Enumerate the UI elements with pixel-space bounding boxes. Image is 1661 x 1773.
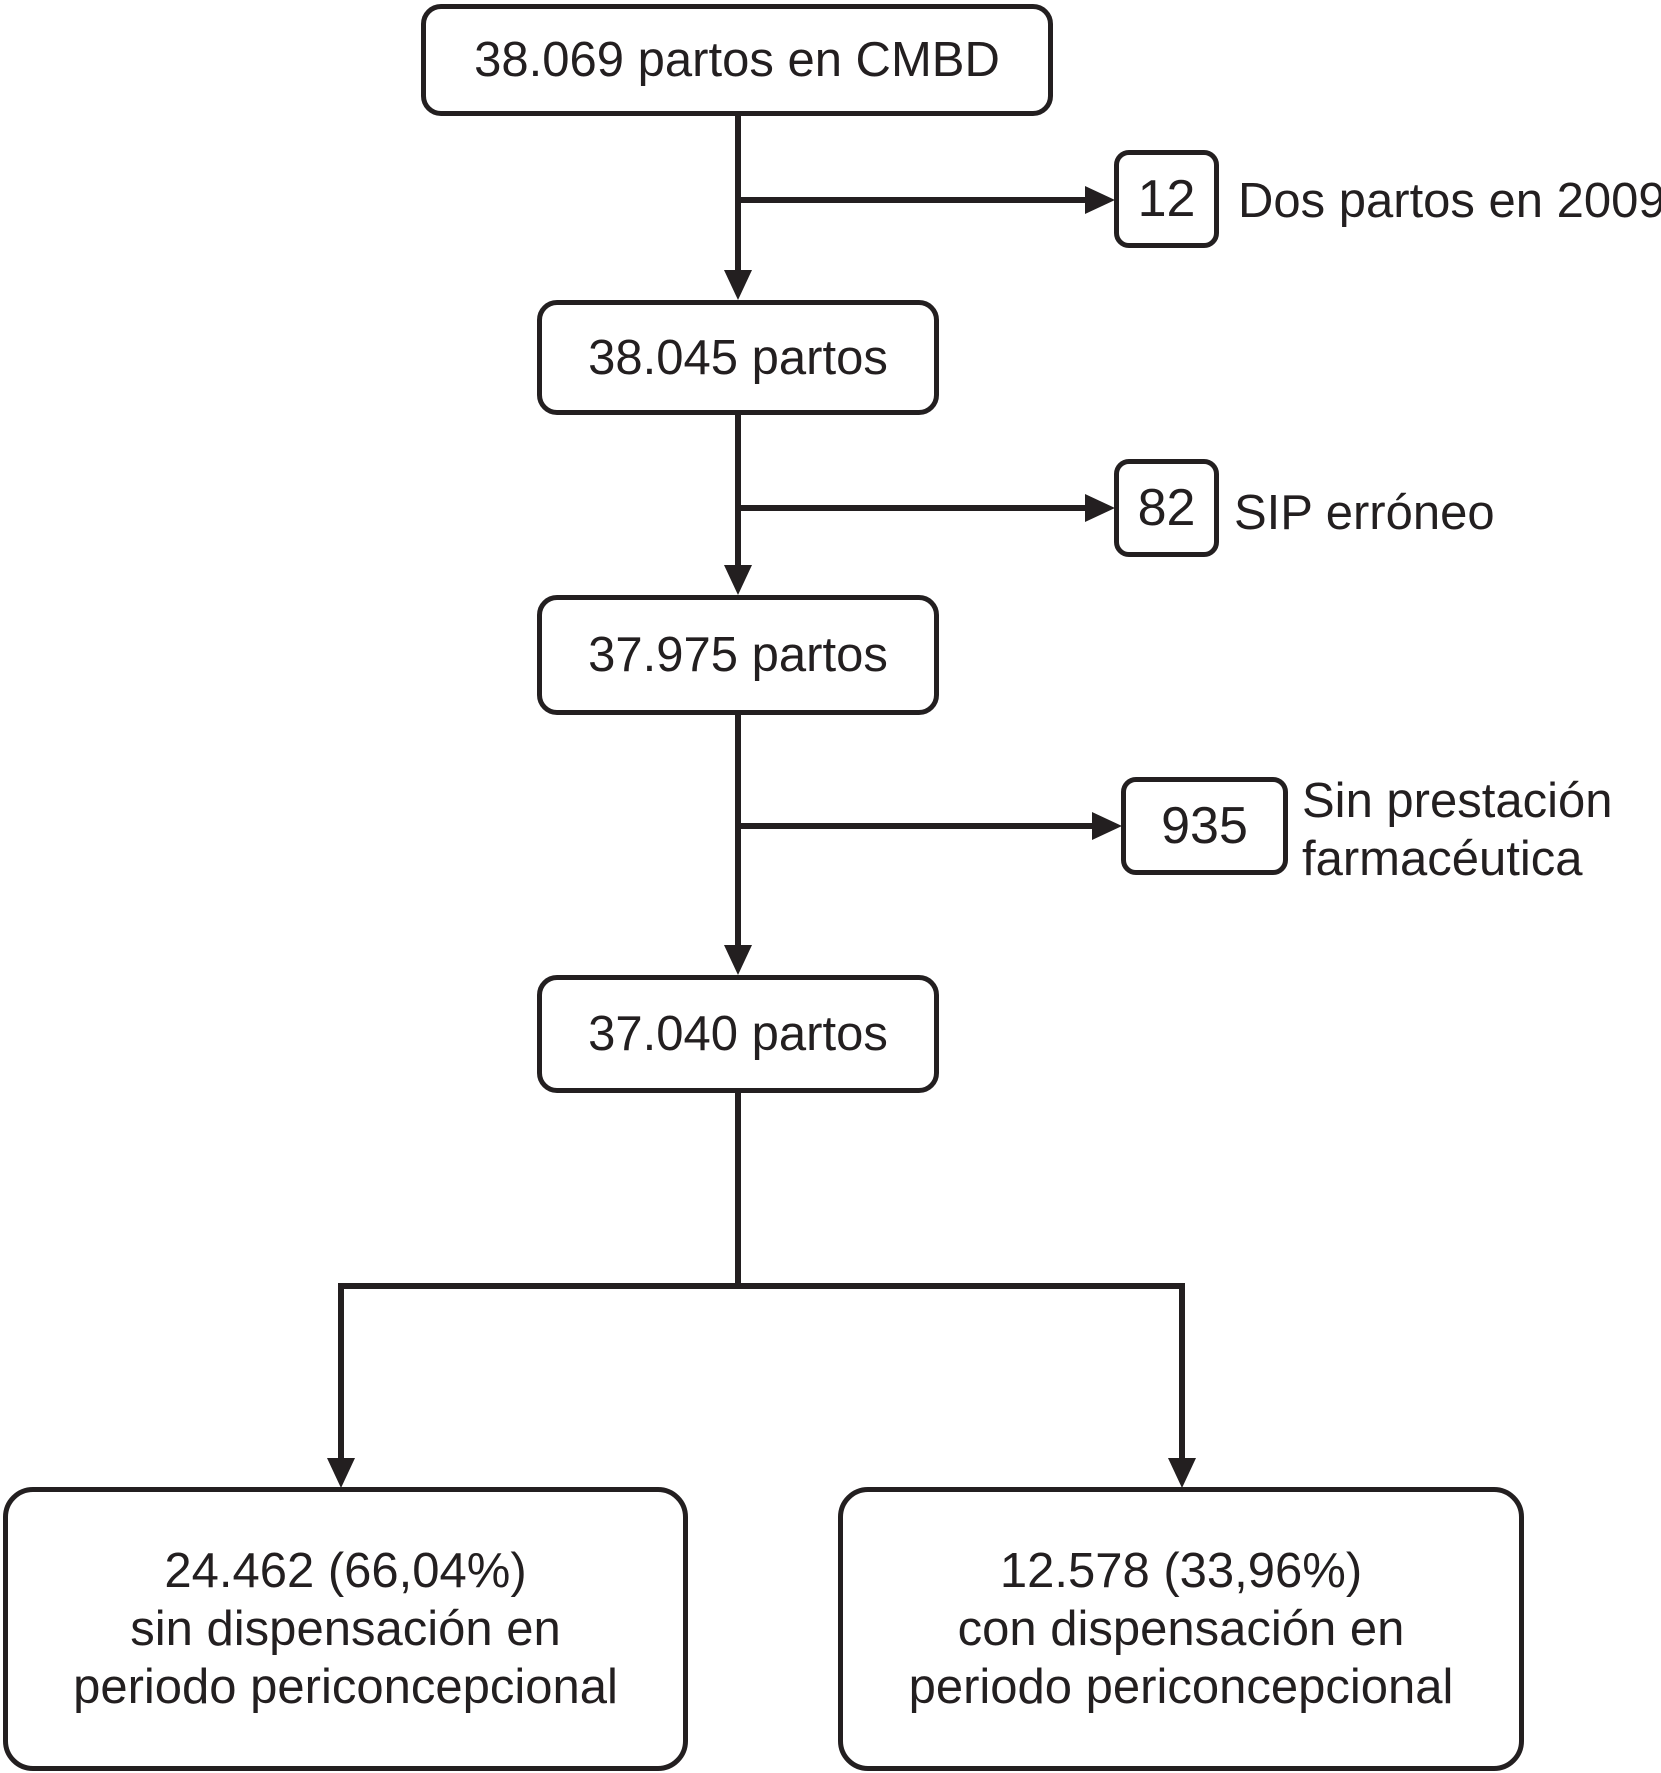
outcome-left-box: 24.462 (66,04%) sin dispensación en peri… <box>3 1487 688 1771</box>
exclusion-2-count-box: 82 <box>1114 459 1219 557</box>
exclusion-3-reason-line1: Sin prestación <box>1302 774 1613 828</box>
arrowhead-outcome-right <box>1168 1458 1196 1488</box>
step2-box-label: 37.975 partos <box>588 628 888 682</box>
start-box-label: 38.069 partos en CMBD <box>474 33 1000 87</box>
arrowhead-exclusion-3 <box>1092 812 1122 840</box>
outcome-left-desc-2: periodo periconcepcional <box>73 1660 618 1714</box>
step1-box-label: 38.045 partos <box>588 330 888 385</box>
connector-split <box>338 1283 1185 1330</box>
outcome-right-desc-1: con dispensación en <box>957 1602 1405 1656</box>
exclusion-1-count-box: 12 <box>1114 150 1219 248</box>
step3-box-label: 37.040 partos <box>588 1007 888 1061</box>
arrowhead-exclusion-1 <box>1085 186 1115 214</box>
exclusion-3-count: 935 <box>1161 797 1248 855</box>
exclusion-2-reason: SIP erróneo <box>1234 486 1495 540</box>
arrowhead-step3 <box>724 945 752 975</box>
outcome-left-count: 24.462 (66,04%) <box>164 1544 527 1598</box>
arrowhead-outcome-left <box>327 1458 355 1488</box>
step3-box: 37.040 partos <box>537 975 939 1093</box>
arrowhead-exclusion-2 <box>1085 494 1115 522</box>
outcome-right-desc-2: periodo periconcepcional <box>908 1660 1454 1714</box>
exclusion-3-reason-line2: farmacéutica <box>1302 832 1583 886</box>
exclusion-3-count-box: 935 <box>1121 777 1288 875</box>
start-box: 38.069 partos en CMBD <box>421 4 1053 116</box>
exclusion-1-count: 12 <box>1137 170 1196 228</box>
step2-box: 37.975 partos <box>537 595 939 715</box>
outcome-right-box: 12.578 (33,96%) con dispensación en peri… <box>838 1487 1524 1771</box>
exclusion-1-reason: Dos partos en 2009 <box>1238 174 1661 228</box>
arrowhead-step2 <box>724 565 752 595</box>
outcome-left-desc-1: sin dispensación en <box>130 1602 561 1656</box>
step1-box: 38.045 partos <box>537 300 939 415</box>
outcome-right-count: 12.578 (33,96%) <box>999 1544 1363 1598</box>
arrowhead-step1 <box>724 270 752 300</box>
exclusion-2-count: 82 <box>1137 479 1196 537</box>
